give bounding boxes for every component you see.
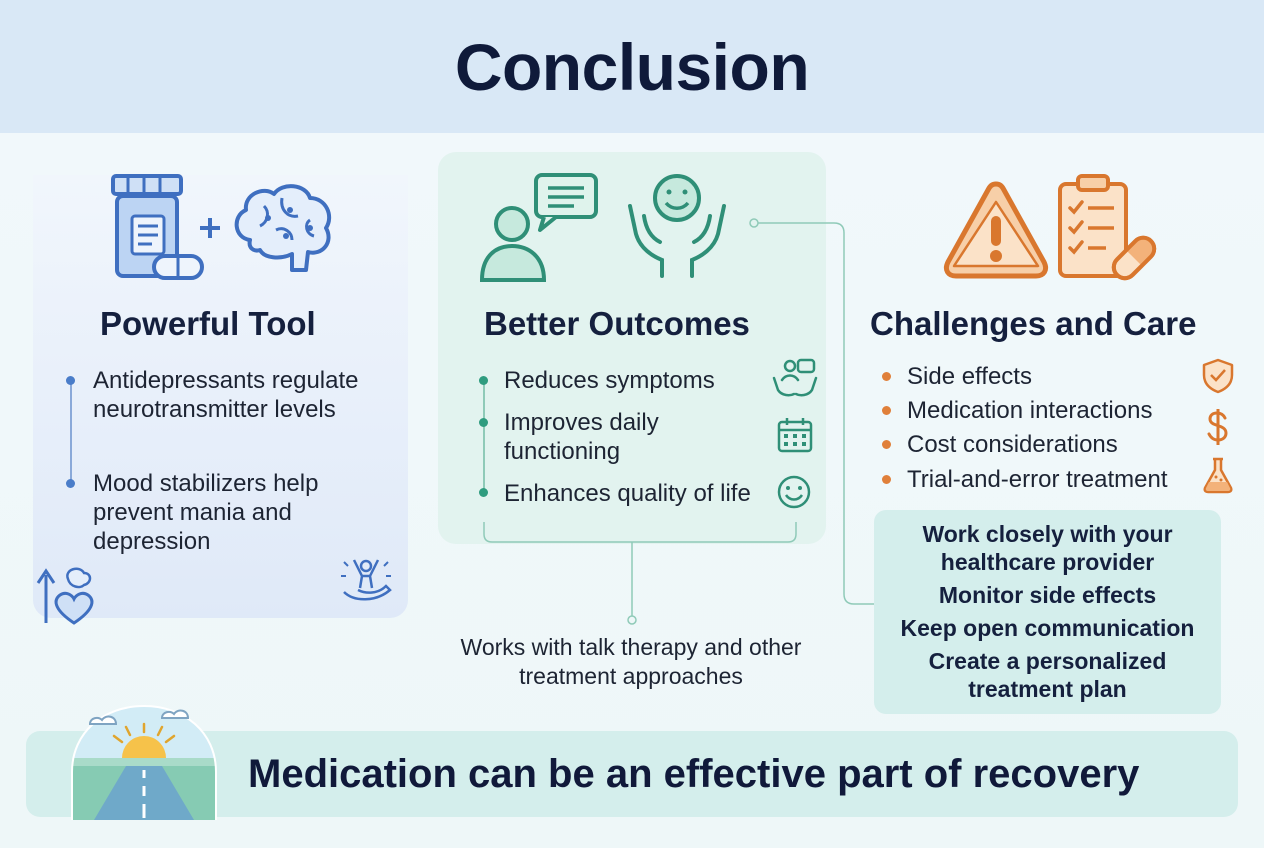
bullet-dot	[882, 440, 891, 449]
bullet-dot	[882, 372, 891, 381]
bullet-text: Antidepressants regulate neurotransmitte…	[93, 367, 359, 423]
bullet-text: Medication interactions	[907, 397, 1153, 424]
bullet-text: Cost considerations	[907, 431, 1118, 458]
footer-banner	[26, 731, 1238, 817]
care-item: Keep open communication	[900, 615, 1195, 641]
bullet-text: Side effects	[907, 363, 1032, 390]
bullet-dot	[479, 418, 488, 427]
smiley-icon	[777, 475, 811, 509]
footer-message: Medication can be an effective part of r…	[248, 752, 1140, 796]
pill-capsule-icon	[1111, 235, 1157, 281]
bullet-text: Mood stabilizers help prevent mania and …	[93, 470, 319, 555]
calendar-icon	[777, 418, 813, 453]
sunrise-road-icon	[71, 704, 217, 820]
powerful-tool-panel	[33, 175, 408, 618]
bullet-dot	[882, 406, 891, 415]
bullet-text: Trial-and-error treatment	[907, 466, 1168, 493]
care-item: Monitor side effects	[938, 582, 1157, 608]
bullet-connector	[70, 380, 72, 484]
care-recommendations-box: Work closely with your healthcare provid…	[874, 510, 1221, 714]
flask-icon	[1203, 457, 1233, 494]
column-title-better-outcomes: Better Outcomes	[484, 305, 750, 342]
bullet-dot	[66, 376, 75, 385]
bullet-dot	[882, 475, 891, 484]
shield-check-icon	[1202, 358, 1234, 394]
bullet-dot	[479, 376, 488, 385]
bullet-text: Enhances quality of life	[504, 480, 751, 507]
brain-icon	[234, 184, 332, 272]
page-title: Conclusion	[454, 29, 810, 104]
mood-up-icon	[36, 567, 94, 625]
header-banner: Conclusion	[0, 0, 1264, 133]
care-item: Work closely with your healthcare provid…	[922, 521, 1173, 575]
bullet-text: Improves daily functioning	[504, 409, 659, 465]
therapy-note: Works with talk therapy and other treatm…	[460, 634, 802, 689]
warning-icon	[943, 181, 1049, 279]
celebrating-person-icon	[341, 559, 392, 601]
smile-hands-icon	[628, 174, 726, 278]
bullet-text: Reduces symptoms	[504, 367, 715, 394]
support-hands-icon	[772, 358, 818, 397]
clipboard-checklist-icon	[1058, 174, 1128, 278]
care-item: Create a personalized treatment plan	[928, 648, 1167, 702]
column-title-challenges-and-care: Challenges and Care	[870, 305, 1197, 342]
bullet-dot	[66, 479, 75, 488]
dollar-icon	[1207, 409, 1228, 445]
pill-bottle-icon	[111, 174, 220, 280]
bullet-connector	[483, 380, 485, 492]
bullet-dot	[479, 488, 488, 497]
column-title-powerful-tool: Powerful Tool	[100, 305, 316, 342]
person-speech-icon	[479, 173, 598, 282]
